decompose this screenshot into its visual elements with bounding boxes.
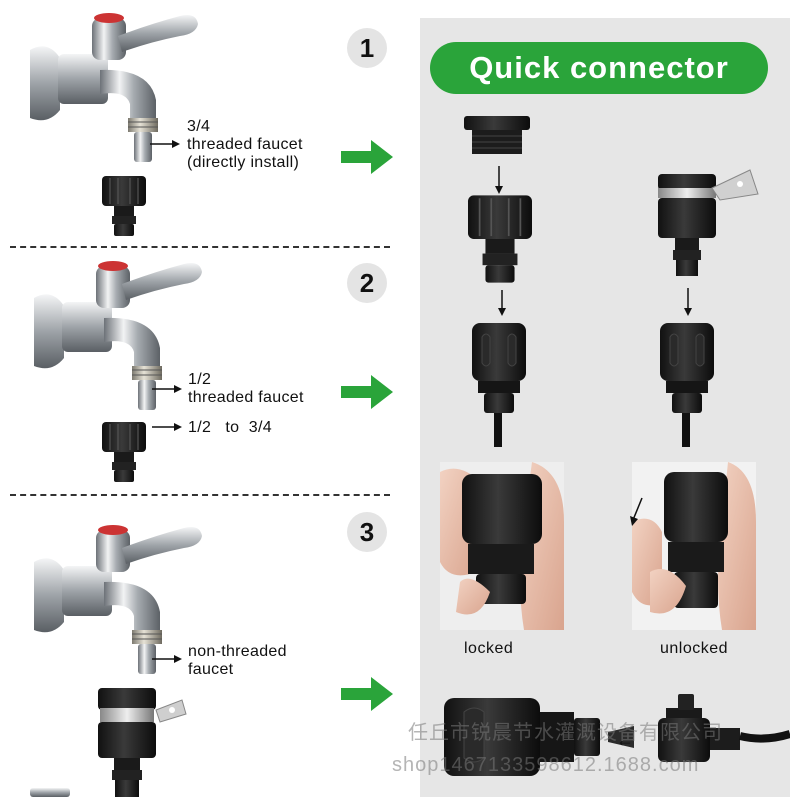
svg-text:←: ← [616, 730, 634, 750]
step-1-label-line-1: 3/4 [187, 118, 211, 135]
reducer-adapter-image [101, 421, 147, 483]
pointer-arrow [152, 423, 182, 431]
pointer-arrow [150, 140, 180, 148]
step-2-badge: 2 [347, 263, 387, 303]
watermark-company: 任丘市锐晨节水灌溉设备有限公司 [408, 722, 723, 744]
caption-unlocked: unlocked [660, 640, 729, 657]
threaded-nipple-image [464, 116, 530, 154]
assembled-connector-image: ← [444, 694, 790, 776]
quick-sleeve-image [659, 322, 715, 448]
non-threaded-faucet-image [33, 524, 203, 675]
green-arrow-icon [341, 140, 393, 174]
step-1-label: 3/4 threaded faucet (directly install) [187, 118, 303, 172]
step-1-label-line-3: (directly install) [187, 154, 300, 171]
unlocked-hand-image [632, 462, 756, 630]
step-1-badge: 1 [347, 28, 387, 68]
caption-locked: locked [464, 640, 514, 657]
panel-title: Quick connector [430, 42, 768, 94]
step-1-label-line-2: threaded faucet [187, 136, 303, 153]
step-2-label: 1/2 threaded faucet [188, 371, 304, 407]
step-3-label: non-threaded faucet [188, 643, 287, 679]
quick-connector-panel: Quick connector [420, 18, 790, 797]
pointer-arrow [630, 497, 643, 526]
universal-clamp-adapter-image [98, 688, 187, 797]
green-arrow-icon [341, 375, 393, 409]
green-arrow-icon [341, 677, 393, 711]
down-arrow-icon [684, 288, 692, 316]
watermark-shop-url: shop1467133598612.1688.com [392, 754, 700, 776]
pointer-arrow [152, 385, 182, 393]
faucet-partial-image [30, 788, 70, 797]
quick-sleeve-image [471, 322, 527, 448]
pointer-arrow [152, 655, 182, 663]
step-3-label-line-1: non-threaded [188, 643, 287, 660]
locked-hand-image [440, 462, 564, 630]
threaded-adapter-image [101, 175, 147, 237]
installation-steps: 1 3/4 threaded faucet (directly install)… [10, 12, 393, 797]
step-divider [10, 246, 390, 248]
step-2-label-line-2: threaded faucet [188, 389, 304, 406]
step-divider [10, 494, 390, 496]
step-2-adapter-label: 1/2 to 3/4 [188, 419, 272, 436]
threaded-adapter-image [467, 194, 533, 284]
step-2-label-line-1: 1/2 [188, 371, 212, 388]
step-3-label-line-2: faucet [188, 661, 234, 678]
step-3-badge: 3 [347, 512, 387, 552]
down-arrow-icon [498, 290, 506, 316]
down-arrow-icon [495, 166, 503, 194]
universal-clamp-adapter-image [658, 169, 759, 276]
